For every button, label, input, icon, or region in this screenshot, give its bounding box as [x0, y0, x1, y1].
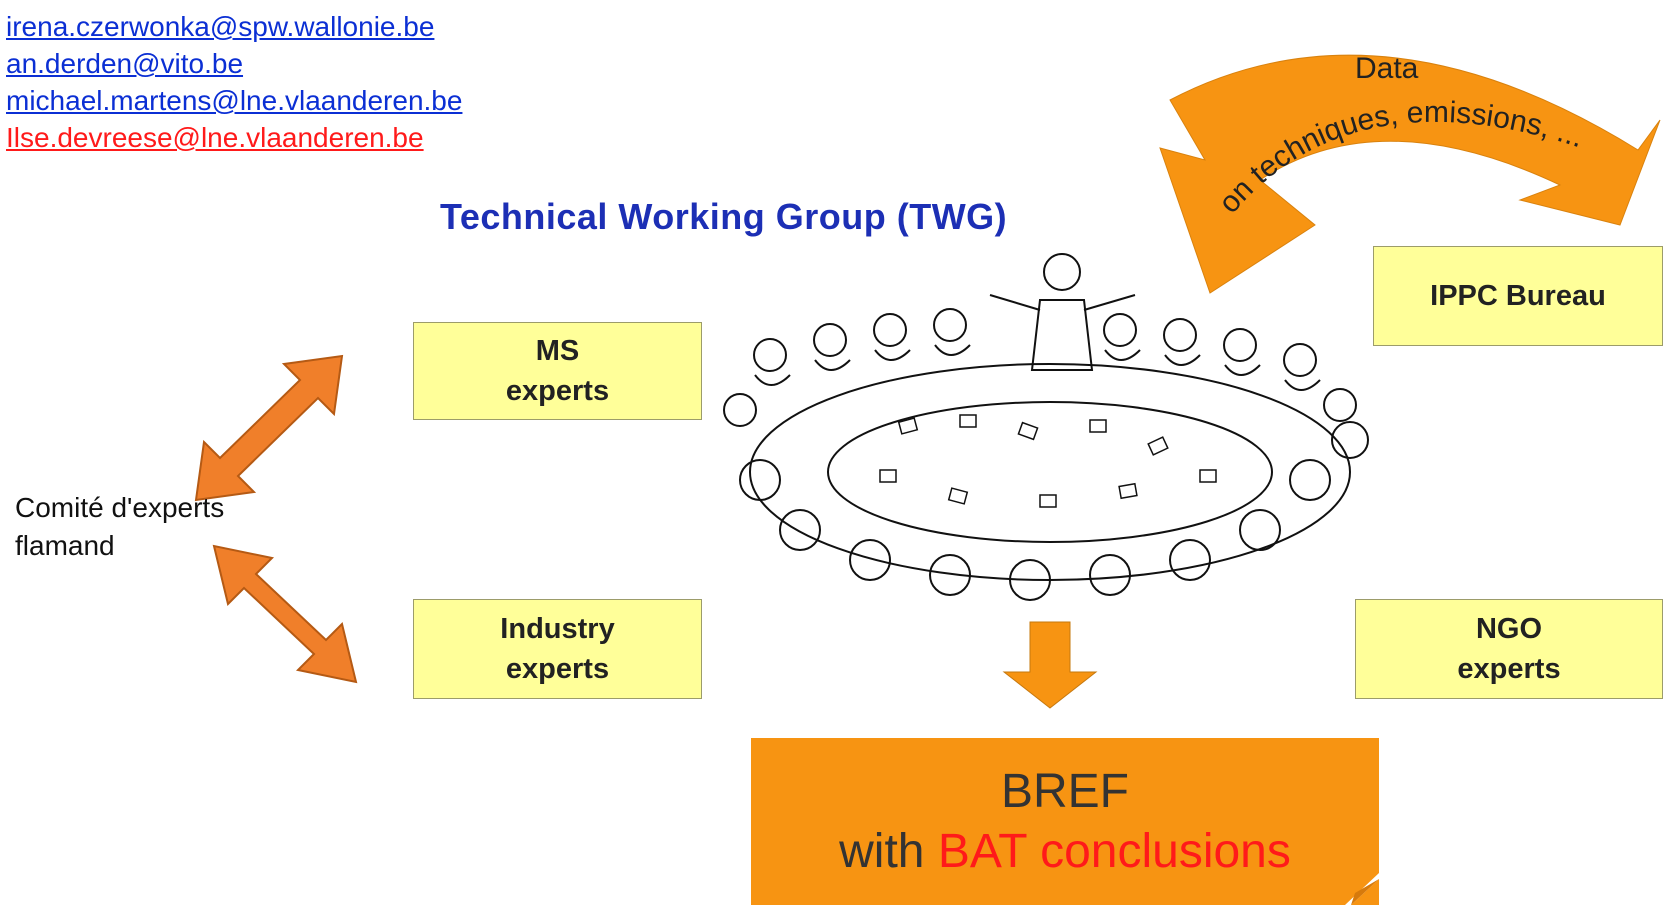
bref-box: BREF with BAT conclusions: [751, 738, 1379, 905]
bref-bat-conclusions: BAT conclusions: [937, 824, 1291, 878]
contact-emails: irena.czerwonka@spw.wallonie.be an.derde…: [6, 8, 462, 156]
committee-line2: flamand: [15, 530, 115, 561]
ngo-experts-line2: experts: [1457, 653, 1561, 685]
down-arrow-to-bref: [1002, 621, 1098, 709]
ippc-bureau-box: IPPC Bureau: [1373, 246, 1663, 346]
bref-subtitle: with BAT conclusions: [839, 822, 1291, 882]
data-arrow-label: Data: [1355, 52, 1419, 85]
ngo-experts-box: NGO experts: [1355, 599, 1663, 699]
industry-experts-box: Industry experts: [413, 599, 702, 699]
meeting-illustration: [723, 253, 1369, 601]
email-link-devreese[interactable]: Ilse.devreese@lne.vlaanderen.be: [6, 122, 424, 153]
double-arrow-ms: [194, 354, 344, 502]
bref-subtitle-prefix: with: [839, 824, 938, 878]
data-arrow-label-line1: Data: [1355, 52, 1419, 85]
industry-experts-line2: experts: [505, 653, 610, 685]
twg-title: Technical Working Group (TWG): [440, 196, 1008, 237]
page-curl-icon: [1345, 873, 1379, 905]
double-arrow-industry: [212, 544, 358, 684]
committee-line1: Comité d'experts: [15, 492, 225, 523]
email-link-martens[interactable]: michael.martens@lne.vlaanderen.be: [6, 85, 463, 116]
email-link-derden[interactable]: an.derden@vito.be: [6, 48, 244, 79]
ngo-experts-line1: NGO: [1475, 613, 1543, 645]
ms-experts-box: MS experts: [413, 322, 702, 420]
bref-title: BREF: [1000, 764, 1129, 818]
committee-label: Comité d'experts flamand: [15, 489, 224, 565]
ms-experts-line2: experts: [505, 375, 610, 407]
ms-experts-line1: MS: [535, 335, 580, 367]
email-link-czerwonka[interactable]: irena.czerwonka@spw.wallonie.be: [6, 11, 435, 42]
ippc-bureau-label: IPPC Bureau: [1430, 280, 1606, 312]
industry-experts-line1: Industry: [500, 613, 615, 645]
data-arrow: [1159, 54, 1661, 294]
